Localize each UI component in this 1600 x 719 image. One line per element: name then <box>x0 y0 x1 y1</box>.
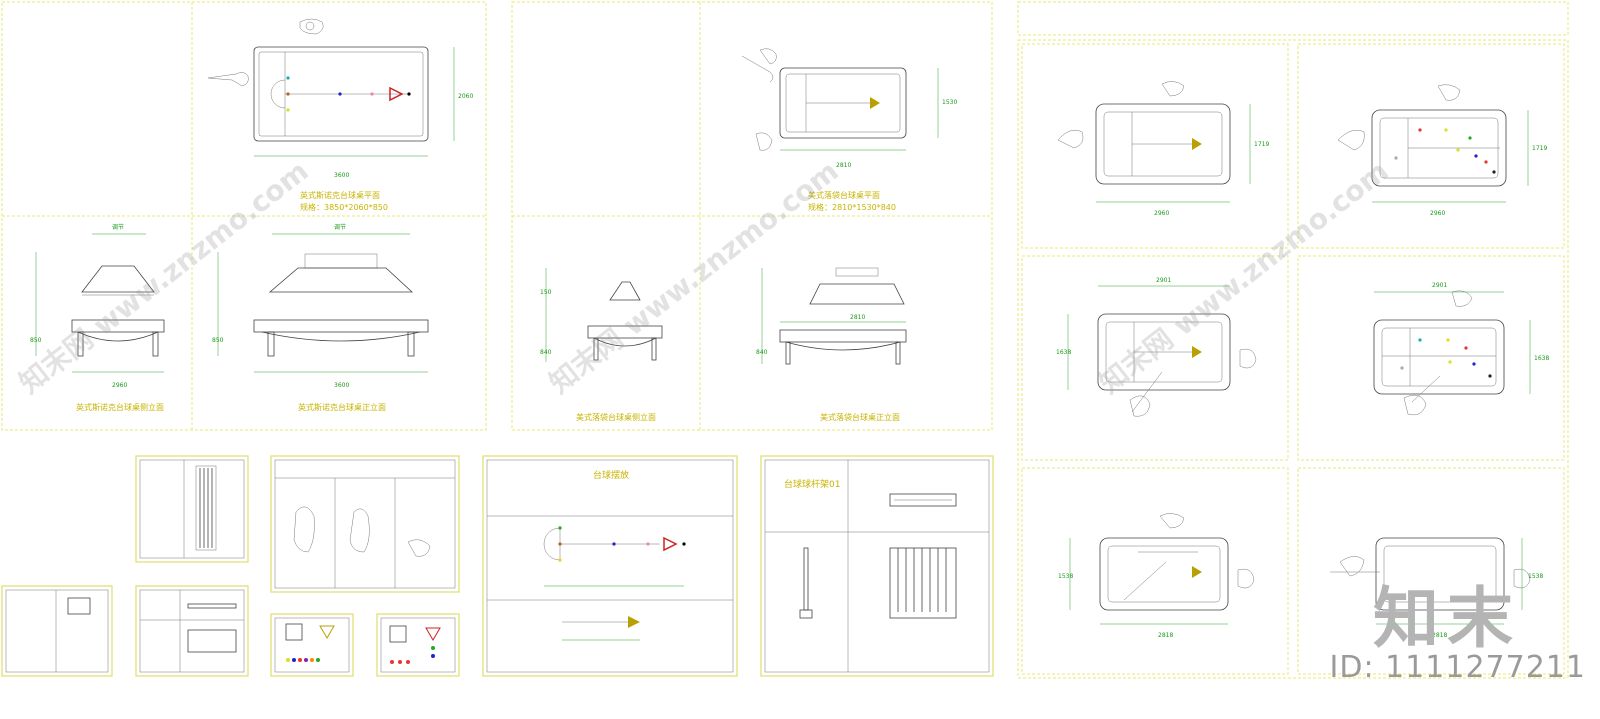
dim-850-front: 850 <box>212 337 224 344</box>
snooker-front-elevation: 调节 3600 850 <box>212 223 429 389</box>
dim-1719-g2: 1719 <box>1532 145 1547 152</box>
dim-2060-plan: 2060 <box>458 93 473 100</box>
dim-1538-g5: 1538 <box>1058 573 1073 580</box>
sheet-cue-rack-01 <box>760 455 994 677</box>
dim-850-side: 850 <box>30 337 42 344</box>
dim-adjust-side: 调节 <box>112 223 124 231</box>
sheet-wall-board <box>1 585 113 677</box>
title-british-plan: 英式斯诺克台球桌平面 <box>300 190 380 200</box>
title-british-plan-spec: 规格：3850*2060*850 <box>300 202 388 212</box>
dim-1638-g4: 1638 <box>1534 355 1549 362</box>
dim-2818-g6: 2818 <box>1432 632 1447 639</box>
dim-840-front: 840 <box>756 349 768 356</box>
grid-table-3: 2901 1638 <box>1056 277 1257 417</box>
dim-2960-g2: 2960 <box>1430 210 1445 217</box>
title-us-plan-spec: 规格：2810*1530*840 <box>808 202 896 212</box>
dim-2810-plan: 2810 <box>836 162 851 169</box>
dim-2810-front: 2810 <box>850 314 865 321</box>
dim-2901-g3: 2901 <box>1156 277 1171 284</box>
title-ball-setup: 台球摆放 <box>593 469 629 481</box>
dim-2960-side: 2960 <box>112 382 127 389</box>
grid-table-5: 2818 1538 <box>1058 513 1255 639</box>
sheet-ball-setup <box>482 455 738 677</box>
dim-3600-plan: 3600 <box>334 172 349 179</box>
panel-british-snooker: 3600 2060 英式斯诺克台球桌平面 规格：3850*2060*850 调节… <box>1 1 487 431</box>
panel-american-pocket: 2810 1530 美式落袋台球桌平面 规格：2810*1530*840 840… <box>511 1 993 431</box>
dim-150-side: 150 <box>540 289 552 296</box>
title-british-side: 英式斯诺克台球桌侧立面 <box>76 402 164 412</box>
grid-table-1: 2960 1719 <box>1057 81 1269 217</box>
dim-2818-g5: 2818 <box>1158 632 1173 639</box>
title-us-side: 美式落袋台球桌侧立面 <box>576 412 656 422</box>
watermark-logo: 知末 <box>1373 580 1521 657</box>
pocket-plan-view: 2810 1530 <box>741 48 957 169</box>
dim-840-side: 840 <box>540 349 552 356</box>
title-british-front: 英式斯诺克台球桌正立面 <box>298 402 386 412</box>
pocket-side-elevation: 840 150 <box>540 268 663 362</box>
dim-1719-g1: 1719 <box>1254 141 1269 148</box>
watermark-id: ID: 1111277211 <box>1329 650 1586 685</box>
sheet-cue-rack-small <box>135 455 249 563</box>
sheet-ball-set-b <box>376 613 460 677</box>
title-cue-rack: 台球球杆架01 <box>784 478 840 490</box>
sheet-player-poses <box>270 455 460 593</box>
grid-table-4: 2901 1638 <box>1373 282 1549 416</box>
title-us-plan: 美式落袋台球桌平面 <box>808 190 880 200</box>
dim-2960-g1: 2960 <box>1154 210 1169 217</box>
dim-adjust-front: 调节 <box>334 223 346 231</box>
pocket-front-elevation: 2810 840 <box>756 267 907 365</box>
dim-2901-g4: 2901 <box>1432 282 1447 289</box>
bottom-sheets: 台球摆放 台球球杆架01 <box>1 455 994 677</box>
dim-1538-g6: 1538 <box>1528 573 1543 580</box>
dim-3600-front: 3600 <box>334 382 349 389</box>
snooker-plan-view: 3600 2060 <box>207 18 473 179</box>
panel-table-grid: 2960 1719 2960 1719 <box>1017 1 1569 679</box>
sheet-cue-wall-rack <box>135 585 249 677</box>
sheet-ball-set-a <box>270 613 354 677</box>
title-us-front: 美式落袋台球桌正立面 <box>820 412 900 422</box>
grid-table-6: 2818 1538 <box>1330 537 1543 639</box>
dim-1638-g3: 1638 <box>1056 349 1071 356</box>
grid-table-2: 2960 1719 <box>1337 84 1547 217</box>
snooker-side-elevation: 调节 2960 850 <box>30 223 165 389</box>
dim-1530-plan: 1530 <box>942 99 957 106</box>
